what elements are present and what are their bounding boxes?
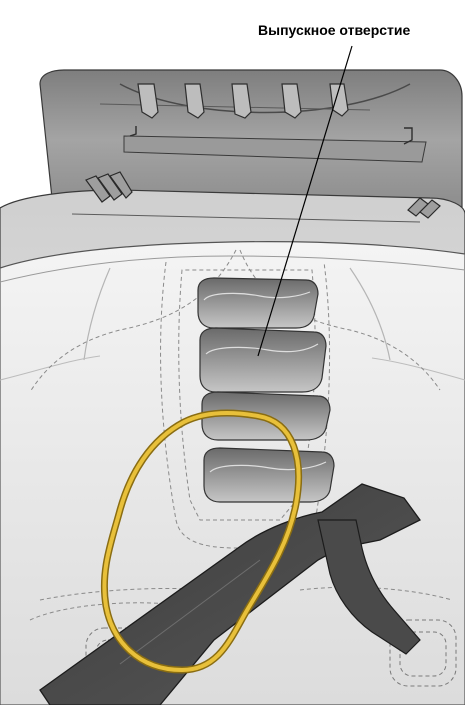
outlet-slots xyxy=(198,278,334,502)
callout-label: Выпускное отверстие xyxy=(258,22,410,38)
